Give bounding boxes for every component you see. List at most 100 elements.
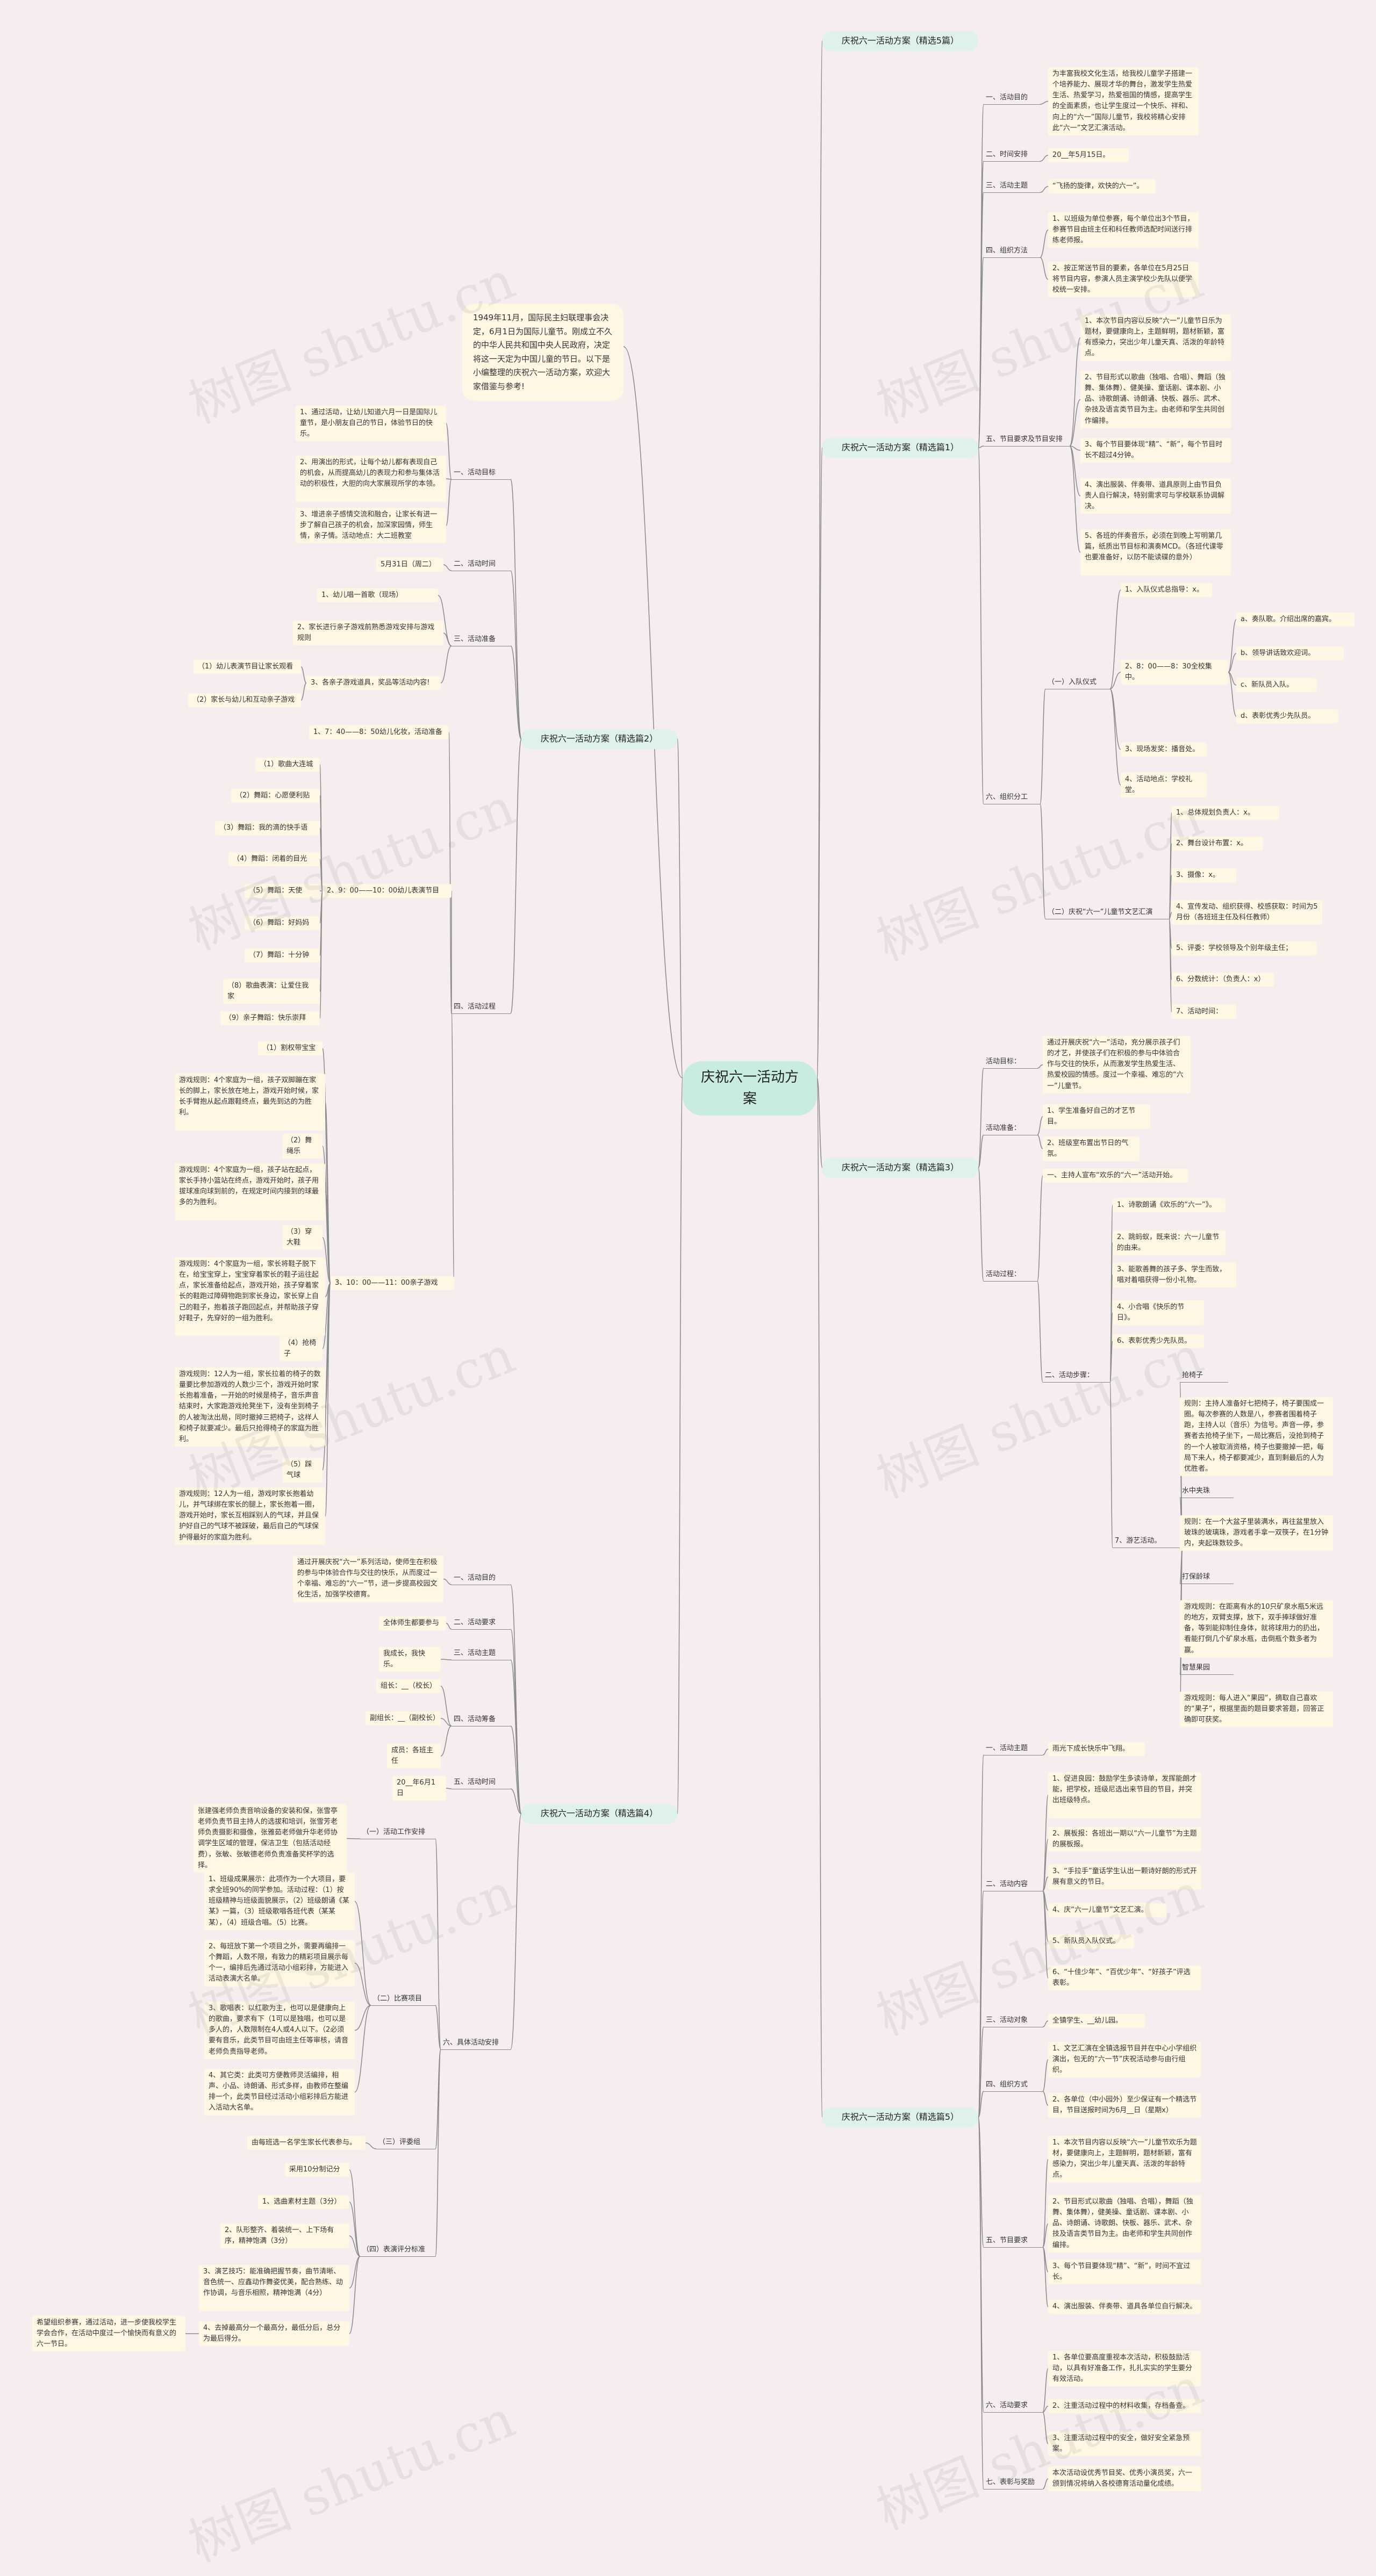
- connector-line: [978, 1134, 984, 1169]
- connector-line: [322, 1283, 331, 1471]
- connector-line: [510, 479, 522, 740]
- node-b2-p6: （6）舞蹈：好妈妈: [245, 916, 320, 931]
- node-b4-s6-4-4: 4、去掉最高分一个最高分，最低分后，总分为最后得分。: [199, 2321, 349, 2347]
- node-underline: [1180, 1674, 1234, 1675]
- connector-line: [440, 1725, 452, 1757]
- connector-line: [1040, 155, 1049, 162]
- node-b5-s2-2: 2、展板报：各班出一期以“六一儿童节”为主题的展板报。: [1048, 1827, 1201, 1852]
- node-b5-s7: 七、表彰与奖励: [986, 2478, 1035, 2486]
- connector-line: [435, 1838, 441, 2050]
- node-b4-s4-2: 副组长：__（副校长）: [366, 1711, 441, 1726]
- node-b5-s2-6: 6、“十佳少年”、“百优少年”、“好孩子”评选表彰。: [1048, 1966, 1201, 1991]
- node-b3-g1-r: 规则：主持人准备好七把椅子，椅子要围成一圈。每次参赛的人数是八，参赛者围着椅子跑…: [1180, 1397, 1333, 1476]
- connector-line: [448, 732, 452, 1014]
- node-b3-g2-r: 规则：在一个大盆子里装满水，再往盆里放入玻珠的玻璃珠，游戏者手拿一双筷子，在1分…: [1180, 1515, 1333, 1551]
- connector-line: [1042, 1748, 1049, 1755]
- node-b1-s4-1: 1、以班级为单位参赛，每个单位出3个节目，参赛节目由班主任和科任教师选配时间送行…: [1048, 212, 1199, 248]
- node-underline: [452, 1013, 511, 1014]
- connector-line: [443, 564, 452, 571]
- node-underline: [371, 2005, 435, 2006]
- node-b5-s6: 六、活动要求: [986, 2401, 1028, 2409]
- node-b3-s2: 活动准备：: [986, 1124, 1021, 1132]
- node-b2-p4: （4）舞蹈：闭着的目光: [228, 852, 320, 867]
- node-b1-s6-a2: 2、8：00——8：30全校集中。: [1121, 660, 1228, 685]
- connector-line: [1037, 1134, 1043, 1149]
- connector-line: [816, 447, 823, 1078]
- connector-line: [1040, 803, 1046, 919]
- node-b1-s5: 五、节目要求及节目安排: [986, 435, 1063, 443]
- connector-line: [1042, 2478, 1049, 2489]
- node-b4-s6-4: （四）表演评分标准: [362, 2246, 426, 2254]
- node-underline: [360, 2256, 435, 2257]
- connector-line: [451, 1013, 455, 1284]
- node-b3-g4: 智慧果园: [1182, 1664, 1210, 1672]
- node-b5-s2-5: 5、新队员入队仪式。: [1048, 1934, 1134, 1949]
- connector-line: [322, 1283, 331, 1349]
- connector-line: [677, 738, 683, 1078]
- connector-line: [1109, 672, 1121, 689]
- node-underline: [452, 1629, 511, 1630]
- node-b2-g2: （2）舞绳乐: [282, 1134, 322, 1159]
- node-b1-s5-1: 1、本次节目内容以反映“六一”儿童节日乐为题材，要健康向上，主题鲜明，题材新颖，…: [1080, 314, 1231, 361]
- node-b4-end: 希望组织参赛，通过活动，进一步使我校学生学会合作，在活动中度过一个愉快而有意义的…: [32, 2316, 185, 2352]
- connector-line: [354, 2005, 371, 2031]
- connector-line: [1040, 257, 1049, 280]
- node-b4-s6-4-2: 2、队形整齐、着装统一、上下场有序，精神饱满（3分）: [220, 2224, 349, 2249]
- node-b2-s1: 一、活动目标: [454, 469, 496, 477]
- connector-line: [300, 666, 307, 683]
- node-b2-p7: （7）舞蹈：十分钟: [245, 948, 320, 963]
- node-b2: 庆祝六一活动方案（精选篇2）: [521, 729, 677, 749]
- node-b1-s6: 六、组织分工: [986, 793, 1028, 801]
- connector-line: [443, 632, 452, 646]
- connector-line: [1228, 619, 1237, 673]
- node-underline: [1180, 1382, 1228, 1383]
- connector-line: [446, 479, 452, 526]
- connector-line: [978, 2026, 984, 2118]
- node-b1-s4: 四、组织方法: [986, 247, 1028, 255]
- node-b1-s6-b1: 1、总体规划负责人：x。: [1172, 806, 1279, 821]
- connector-line: [325, 1191, 331, 1284]
- node-b5b: 庆祝六一活动方案（精选篇5）: [822, 2107, 978, 2127]
- connector-line: [1042, 2223, 1049, 2248]
- node-b1-s6-a4: 4、活动地点：学校礼堂。: [1121, 773, 1207, 798]
- connector-line: [435, 2049, 441, 2257]
- connector-line: [446, 423, 452, 480]
- node-b4-s4-3: 成员：各班主任: [387, 1744, 441, 1769]
- node-underline: [441, 2049, 511, 2050]
- node-b4-s4-1: 组长：__（校长）: [376, 1679, 441, 1694]
- node-b2-g5-r: 游戏规则：12人为一组，游戏时家长抱着幼儿，并气球绑在家长的腿上，家长抱着一圈，…: [175, 1487, 325, 1545]
- node-b1-s6-b: （二）庆祝“六一”儿童节文艺汇演: [1048, 908, 1153, 916]
- node-b4-s2-t: 全体师生都要参与: [379, 1616, 446, 1631]
- node-b1-s6-a2-b: b、领导讲话致欢迎词。: [1236, 646, 1344, 661]
- connector-line: [1042, 2091, 1049, 2106]
- node-b4-s3-t: 我成长，我快乐。: [379, 1647, 441, 1672]
- connector-line: [365, 2142, 377, 2149]
- node-b3-g3-r: 游戏规则：在距离有水的10只矿泉水瓶5米远的地方，双臂支撑，放下，双手捧球做好准…: [1180, 1600, 1333, 1658]
- connector-line: [1228, 653, 1237, 673]
- connector-line: [510, 1584, 522, 1815]
- connector-line: [978, 1890, 984, 2118]
- node-b3-g2: 水中夹珠: [1182, 1487, 1210, 1495]
- node-b4-s6-4-1: 1、选曲素材主题（3分）: [258, 2195, 349, 2210]
- node-b5: 庆祝六一活动方案（精选5篇）: [822, 31, 978, 51]
- connector-line: [1040, 688, 1046, 804]
- node-underline: [984, 192, 1040, 193]
- node-b2-s3-3b: （2）家长与幼儿和互动亲子游戏: [188, 693, 301, 708]
- connector-line: [1109, 688, 1121, 786]
- connector-line: [354, 1962, 371, 2006]
- connector-line: [978, 1167, 984, 1282]
- connector-line: [816, 40, 823, 1078]
- node-b1-s6-b7: 7、活动时间：: [1172, 1005, 1236, 1019]
- node-b4-s1: 一、活动目的: [454, 1574, 496, 1582]
- node-b5-s3-t: 全镇学生、__幼儿园。: [1048, 2014, 1145, 2028]
- node-b1-s5-2: 2、节目形式以歌曲（独唱、合唱）、舞蹈（独舞、集体舞）、健美操、童话剧、课本剧、…: [1080, 371, 1231, 428]
- connector-line: [1042, 2158, 1049, 2248]
- node-b5-s4: 四、组织方式: [986, 2081, 1028, 2089]
- node-b5-s3: 三、活动对象: [986, 2016, 1028, 2024]
- node-b3-s3-2-4: 4、小合唱《快乐的节日》。: [1113, 1300, 1204, 1326]
- connector-line: [1109, 1341, 1113, 1383]
- node-b5-s4-2: 2、各单位（中小园外）至少保证有一个精选节目，节目送报时间为6月__日（星期x）: [1048, 2093, 1201, 2118]
- node-b1-s6-a1: 1、入队仪式总指导：x。: [1121, 583, 1212, 598]
- connector-line: [510, 1725, 522, 1815]
